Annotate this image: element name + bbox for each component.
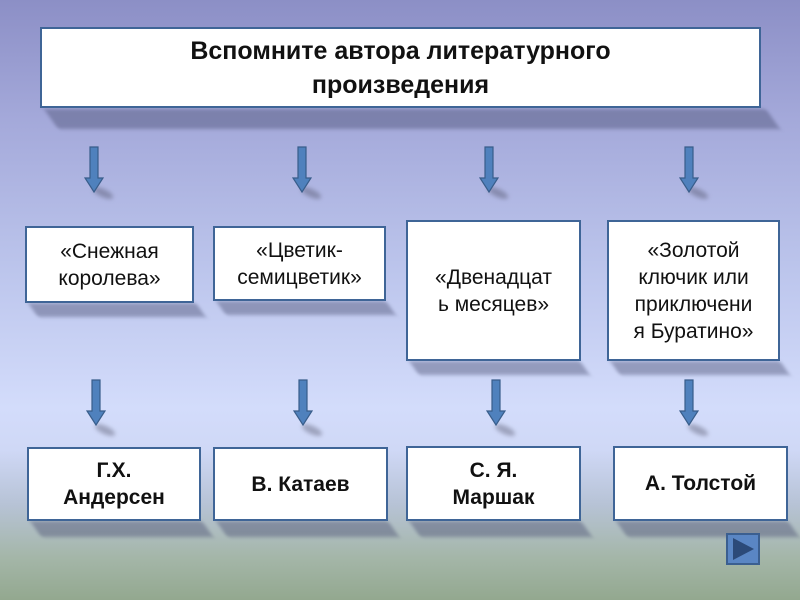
author-box-marshak[interactable]: С. Я. Маршак — [406, 446, 581, 521]
author-line: В. Катаев — [251, 472, 350, 496]
arrow-down-icon — [679, 379, 699, 427]
work-line: семицветик» — [237, 265, 362, 289]
work-box-shadow — [28, 303, 206, 317]
work-line: приключени — [634, 292, 753, 316]
work-line: ключик или — [638, 265, 749, 289]
author-line: Г.Х. — [96, 459, 132, 482]
author-box-shadow — [30, 521, 214, 537]
slide-title-box: Вспомните автора литературного произведе… — [40, 27, 761, 108]
author-box-shadow — [409, 521, 593, 537]
next-slide-button[interactable] — [726, 533, 760, 565]
work-line: «Цветик- — [256, 238, 343, 262]
author-box-shadow — [216, 521, 400, 537]
work-box-golden-key[interactable]: «Золотой ключик или приключени я Буратин… — [607, 220, 780, 361]
work-box-shadow — [409, 361, 590, 375]
title-box-shadow — [44, 109, 781, 129]
work-line: «Золотой — [647, 238, 740, 262]
author-box-tolstoy[interactable]: А. Толстой — [613, 446, 788, 521]
work-box-shadow — [216, 301, 396, 315]
author-line: А. Толстой — [644, 472, 757, 495]
work-box-snow-queen[interactable]: «Снежная королева» — [25, 226, 194, 303]
work-line: королева» — [58, 266, 161, 290]
arrow-down-icon — [86, 379, 106, 427]
work-box-shadow — [610, 361, 790, 375]
arrow-down-icon — [293, 379, 313, 427]
arrow-down-icon — [292, 146, 312, 194]
title-line-1: Вспомните автора литературного — [190, 36, 611, 65]
title-line-2: произведения — [311, 70, 490, 99]
slide-title: Вспомните автора литературного произведе… — [190, 34, 610, 102]
arrow-down-icon — [486, 379, 506, 427]
arrow-down-icon — [479, 146, 499, 194]
arrow-down-icon — [84, 146, 104, 194]
play-next-icon — [733, 538, 754, 560]
work-box-twelve-months[interactable]: «Двенадцат ь месяцев» — [406, 220, 581, 361]
work-box-tsvetik[interactable]: «Цветик- семицветик» — [213, 226, 386, 301]
arrow-down-icon — [679, 146, 699, 194]
author-line: Андерсен — [63, 486, 165, 509]
work-line: «Снежная — [60, 239, 159, 263]
work-line: «Двенадцат — [435, 265, 552, 289]
work-line: ь месяцев» — [437, 292, 550, 316]
author-line: С. Я. — [469, 458, 518, 482]
work-line: я Буратино» — [633, 319, 754, 343]
author-box-andersen[interactable]: Г.Х. Андерсен — [27, 447, 201, 521]
author-box-kataev[interactable]: В. Катаев — [213, 447, 388, 521]
author-box-shadow — [616, 521, 800, 537]
author-line: Маршак — [452, 485, 535, 509]
